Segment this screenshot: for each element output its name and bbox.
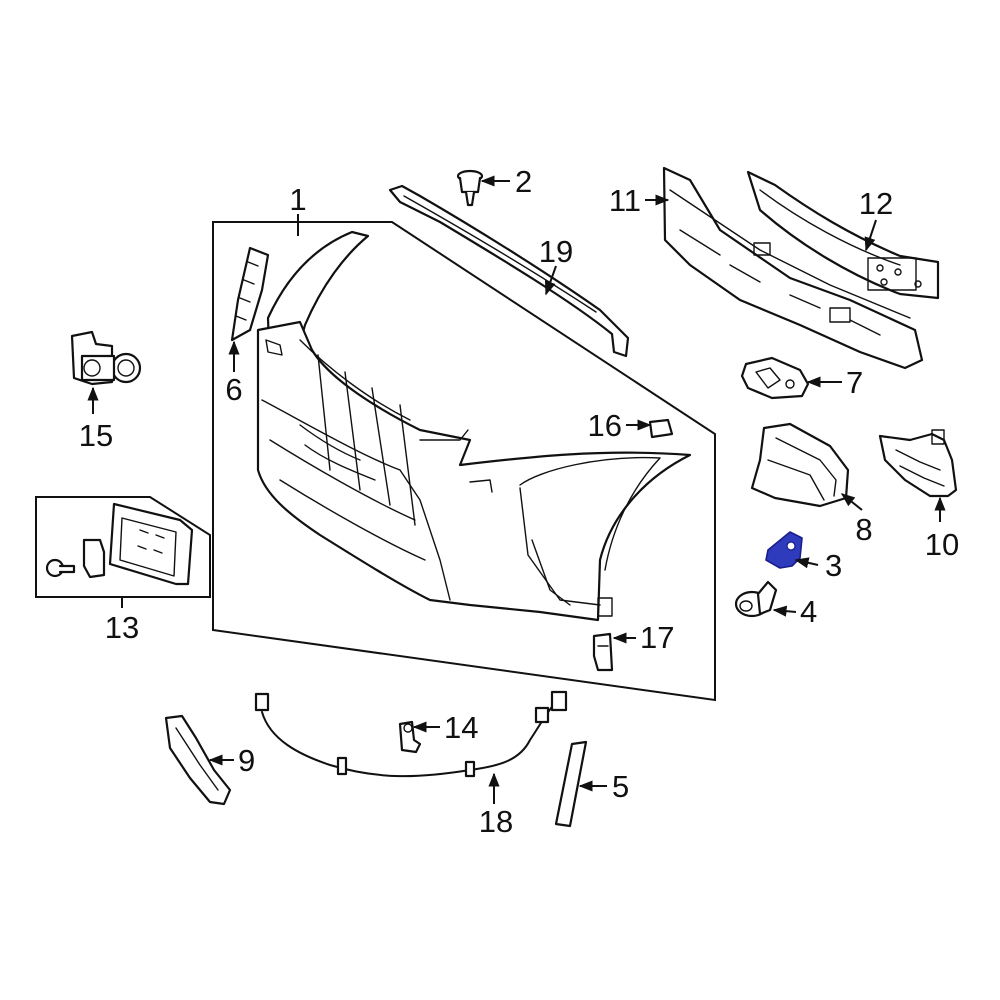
callout-19: 19 <box>539 234 573 269</box>
callout-5: 5 <box>612 769 629 804</box>
push-clip-part[interactable] <box>456 169 484 207</box>
callout-4: 4 <box>800 594 817 629</box>
bumper-side-bracket-part[interactable] <box>230 246 270 342</box>
bracket-7-part[interactable] <box>740 356 810 400</box>
callout-labels: 1 2 3 4 5 6 7 8 9 10 11 12 13 14 15 16 1… <box>79 164 959 839</box>
side-bracket-10-part[interactable] <box>878 429 958 498</box>
callout-7: 7 <box>846 365 863 400</box>
callout-15: 15 <box>79 418 113 453</box>
callout-9: 9 <box>238 743 255 778</box>
push-fastener-4-part[interactable] <box>734 580 778 618</box>
license-plate-bracket-group[interactable] <box>35 496 211 598</box>
wiring-harness-18-part[interactable] <box>254 690 568 778</box>
callout-6: 6 <box>225 372 242 407</box>
highlighted-clip-3-part[interactable] <box>765 531 803 569</box>
bumper-cover-group-frame <box>212 221 716 702</box>
callout-14: 14 <box>444 710 478 745</box>
bracket-clip-17-part[interactable] <box>592 632 614 672</box>
callout-3: 3 <box>825 548 842 583</box>
callout-12: 12 <box>859 186 893 221</box>
callout-2: 2 <box>515 164 532 199</box>
callout-8: 8 <box>855 512 872 547</box>
callout-10: 10 <box>925 527 959 562</box>
side-retainer-8-part[interactable] <box>750 422 850 508</box>
callout-16: 16 <box>588 408 622 443</box>
bumper-cover-part[interactable] <box>256 230 692 622</box>
callout-1: 1 <box>289 182 306 217</box>
callout-18: 18 <box>479 804 513 839</box>
callout-13: 13 <box>105 610 139 645</box>
reinforcement-bar-part[interactable] <box>746 170 940 300</box>
trim-strip-5-part[interactable] <box>554 740 588 828</box>
callout-11: 11 <box>609 183 641 218</box>
small-clip-16-part[interactable] <box>648 418 674 439</box>
lower-garnish-9-part[interactable] <box>164 714 232 806</box>
energy-absorber-part[interactable] <box>662 166 924 370</box>
callout-17: 17 <box>640 620 674 655</box>
connector-clip-14-part[interactable] <box>398 720 422 754</box>
parking-sensor-part[interactable] <box>70 330 142 386</box>
leader-lines <box>87 175 946 804</box>
upper-retainer-strip-part[interactable] <box>388 184 630 358</box>
